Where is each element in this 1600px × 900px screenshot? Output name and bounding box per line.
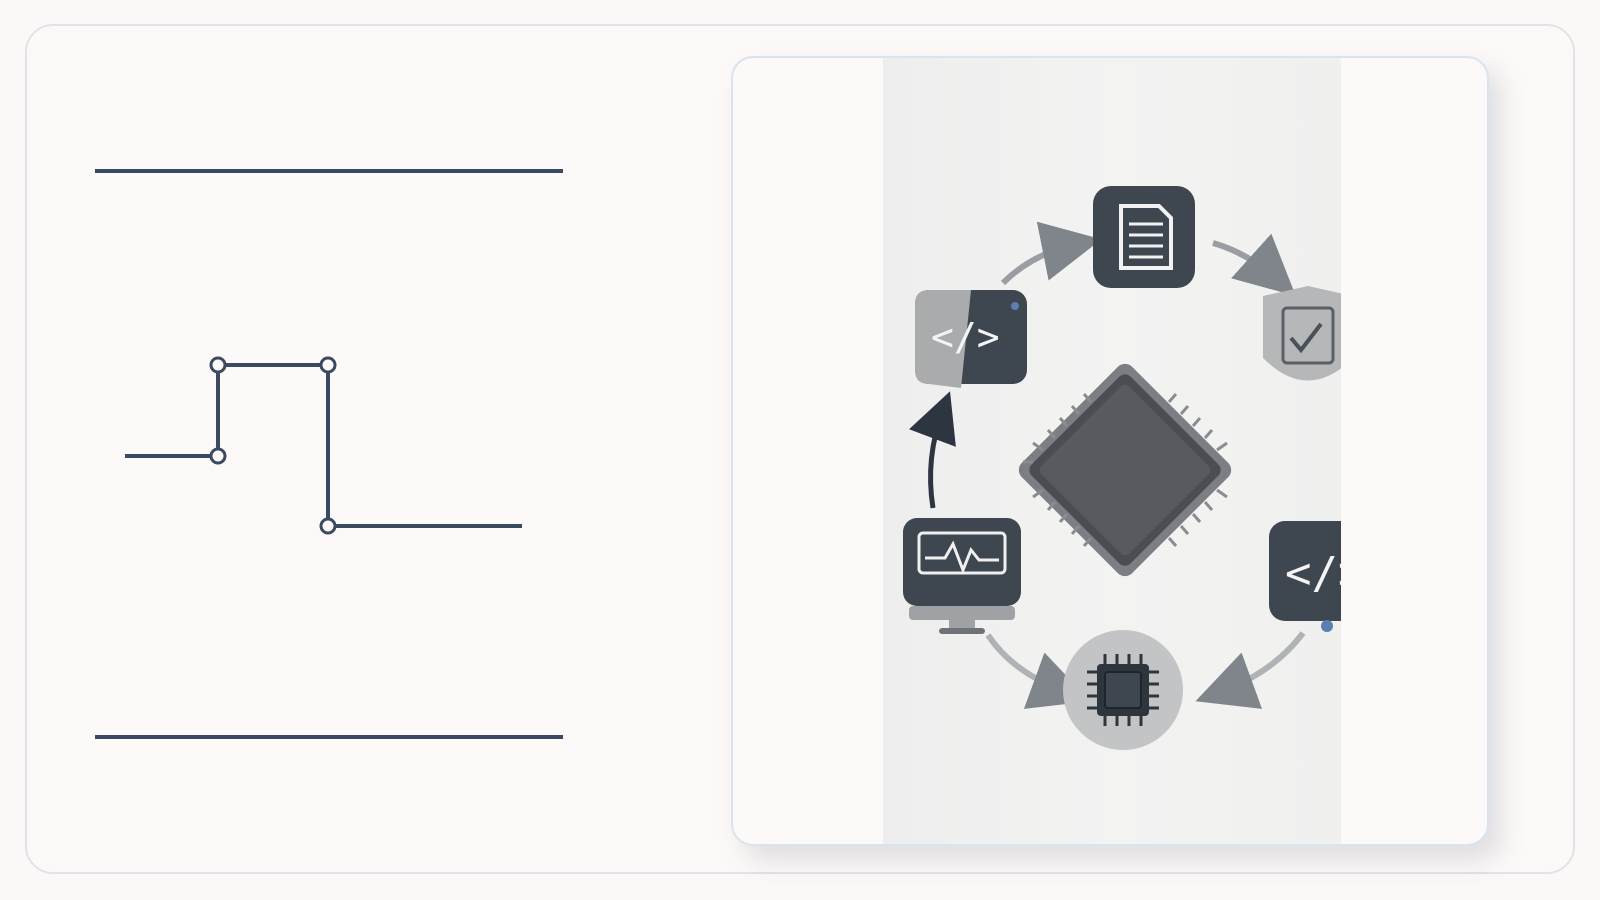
svg-text:</>: </> (1285, 548, 1364, 599)
process-cycle-diagram: </> (903, 186, 1364, 750)
waveform-node (319, 356, 337, 374)
monitor-waveform-icon (903, 518, 1021, 634)
cycle-arrow (985, 633, 1091, 709)
processor-chip-icon (1063, 630, 1183, 750)
checklist-shield-icon (1263, 286, 1341, 381)
cycle-arrow (1212, 233, 1296, 297)
step-signal-icon (125, 363, 522, 528)
cycle-arrow (909, 391, 956, 509)
process-cycle-card: </> (731, 56, 1489, 846)
code-tag-icon: </> (1269, 521, 1364, 632)
svg-text:</>: </> (931, 315, 1000, 359)
document-icon (1093, 186, 1195, 288)
code-edit-icon: </> (915, 290, 1027, 388)
waveform-node (209, 447, 227, 465)
microchip-icon (1018, 363, 1232, 577)
waveform-node (209, 356, 227, 374)
step-waveform-diagram (95, 169, 563, 739)
waveform-node (319, 517, 337, 535)
cycle-arrow (1000, 221, 1102, 286)
cycle-arrow (1195, 631, 1306, 709)
